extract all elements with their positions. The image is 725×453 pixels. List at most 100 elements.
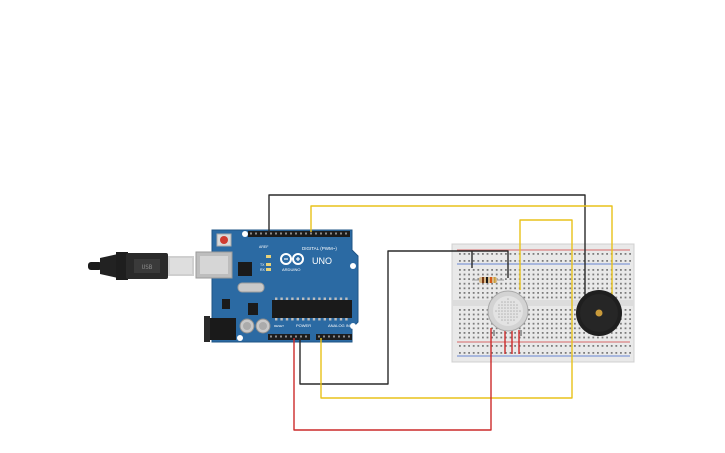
breadboard-hole[interactable]: [486, 269, 489, 271]
breadboard-hole[interactable]: [495, 345, 498, 347]
breadboard-hole[interactable]: [528, 282, 530, 285]
breadboard-hole[interactable]: [532, 336, 535, 339]
breadboard-hole[interactable]: [624, 260, 627, 262]
breadboard-hole[interactable]: [463, 253, 466, 255]
breadboard-hole[interactable]: [569, 318, 572, 320]
breadboard-hole[interactable]: [472, 345, 475, 347]
breadboard-hole[interactable]: [555, 327, 558, 330]
breadboard-hole[interactable]: [486, 292, 489, 294]
breadboard-hole[interactable]: [541, 313, 544, 316]
header-pin[interactable]: [300, 232, 302, 235]
breadboard-hole[interactable]: [606, 273, 608, 276]
breadboard-hole[interactable]: [505, 332, 507, 334]
breadboard-hole[interactable]: [583, 253, 585, 255]
breadboard-hole[interactable]: [495, 352, 498, 354]
breadboard-hole[interactable]: [560, 309, 562, 311]
breadboard-hole[interactable]: [532, 253, 535, 255]
breadboard-hole[interactable]: [624, 309, 627, 311]
breadboard-hole[interactable]: [528, 332, 530, 334]
breadboard-hole[interactable]: [541, 260, 544, 262]
breadboard-hole[interactable]: [587, 269, 590, 271]
breadboard-hole[interactable]: [606, 260, 608, 262]
breadboard-hole[interactable]: [624, 327, 627, 330]
breadboard-hole[interactable]: [569, 282, 572, 285]
breadboard-hole[interactable]: [551, 332, 553, 334]
wire-yellow-signal[interactable]: [320, 219, 573, 399]
breadboard-hole[interactable]: [459, 260, 461, 262]
breadboard-hole[interactable]: [583, 278, 585, 280]
breadboard-hole[interactable]: [491, 332, 493, 334]
breadboard-hole[interactable]: [546, 327, 549, 330]
breadboard-hole[interactable]: [468, 287, 470, 290]
breadboard-hole[interactable]: [491, 336, 493, 339]
breadboard-hole[interactable]: [472, 313, 475, 316]
breadboard-hole[interactable]: [551, 327, 553, 330]
breadboard-hole[interactable]: [468, 322, 470, 325]
breadboard-hole[interactable]: [560, 269, 562, 271]
breadboard-hole[interactable]: [509, 282, 512, 285]
breadboard-hole[interactable]: [564, 352, 567, 354]
breadboard-hole[interactable]: [560, 292, 562, 294]
breadboard-hole[interactable]: [560, 260, 562, 262]
breadboard-hole[interactable]: [629, 282, 631, 285]
breadboard-hole[interactable]: [629, 336, 631, 339]
breadboard-hole[interactable]: [472, 287, 475, 290]
breadboard-hole[interactable]: [500, 282, 503, 285]
breadboard-hole[interactable]: [601, 336, 604, 339]
breadboard-hole[interactable]: [486, 309, 489, 311]
breadboard-hole[interactable]: [583, 345, 585, 347]
breadboard-hole[interactable]: [472, 282, 475, 285]
breadboard-hole[interactable]: [555, 336, 558, 339]
breadboard-hole[interactable]: [583, 269, 585, 271]
breadboard-hole[interactable]: [564, 273, 567, 276]
breadboard-hole[interactable]: [610, 345, 613, 347]
breadboard-hole[interactable]: [463, 336, 466, 339]
breadboard-hole[interactable]: [491, 273, 493, 276]
breadboard-hole[interactable]: [472, 292, 475, 294]
breadboard-hole[interactable]: [500, 269, 503, 271]
breadboard-hole[interactable]: [569, 336, 572, 339]
breadboard-hole[interactable]: [459, 352, 461, 354]
breadboard-hole[interactable]: [486, 345, 489, 347]
breadboard-hole[interactable]: [472, 269, 475, 271]
breadboard-hole[interactable]: [486, 273, 489, 276]
header-pin[interactable]: [285, 232, 287, 235]
breadboard-hole[interactable]: [551, 273, 553, 276]
breadboard-hole[interactable]: [482, 336, 484, 339]
breadboard-hole[interactable]: [555, 260, 558, 262]
breadboard-hole[interactable]: [574, 287, 576, 290]
breadboard-hole[interactable]: [482, 318, 484, 320]
breadboard-hole[interactable]: [509, 260, 512, 262]
breadboard-hole[interactable]: [615, 327, 618, 330]
breadboard-hole[interactable]: [509, 253, 512, 255]
breadboard-hole[interactable]: [555, 352, 558, 354]
breadboard-hole[interactable]: [468, 309, 470, 311]
breadboard-hole[interactable]: [532, 313, 535, 316]
breadboard-hole[interactable]: [514, 253, 516, 255]
wire-black-top[interactable]: [268, 194, 586, 304]
breadboard-hole[interactable]: [459, 336, 461, 339]
breadboard-hole[interactable]: [624, 269, 627, 271]
breadboard-hole[interactable]: [477, 278, 480, 280]
breadboard-hole[interactable]: [551, 313, 553, 316]
breadboard-hole[interactable]: [468, 260, 470, 262]
breadboard-hole[interactable]: [468, 345, 470, 347]
breadboard-hole[interactable]: [574, 260, 576, 262]
breadboard-hole[interactable]: [486, 318, 489, 320]
breadboard-hole[interactable]: [523, 269, 526, 271]
breadboard-hole[interactable]: [546, 309, 549, 311]
breadboard-hole[interactable]: [537, 336, 539, 339]
breadboard-hole[interactable]: [551, 282, 553, 285]
breadboard-hole[interactable]: [592, 278, 595, 280]
piezo-buzzer[interactable]: [576, 290, 622, 336]
header-pin[interactable]: [318, 335, 320, 338]
breadboard-hole[interactable]: [505, 278, 507, 280]
breadboard-hole[interactable]: [482, 287, 484, 290]
breadboard-hole[interactable]: [597, 260, 599, 262]
breadboard-hole[interactable]: [514, 282, 516, 285]
breadboard-hole[interactable]: [578, 273, 581, 276]
breadboard-hole[interactable]: [468, 278, 470, 280]
breadboard-hole[interactable]: [541, 352, 544, 354]
breadboard-hole[interactable]: [560, 253, 562, 255]
breadboard-hole[interactable]: [523, 273, 526, 276]
